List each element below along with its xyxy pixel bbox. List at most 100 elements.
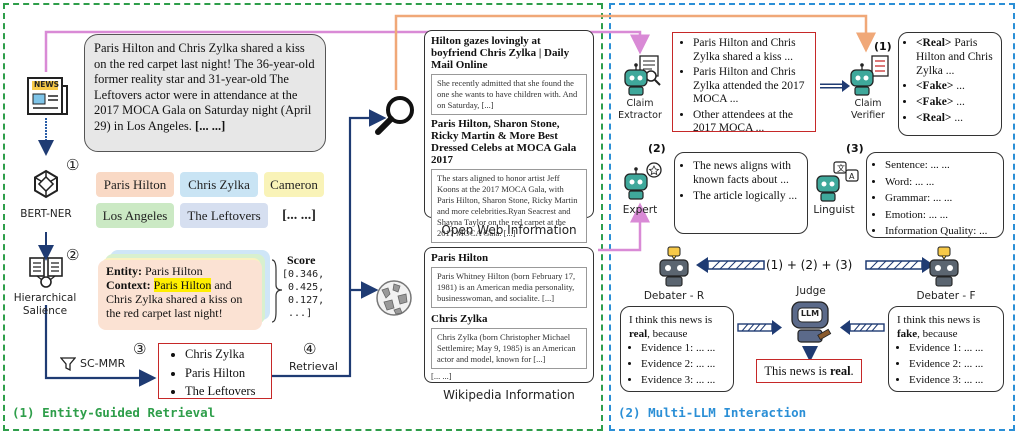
verifier-result: <Real> ... <box>916 112 997 126</box>
debater-f-label: Debater - F <box>916 290 976 302</box>
verifier-results-box: <Real> Paris Hilton and Chris Zylka ... … <box>898 32 1002 136</box>
entity-chip: The Leftovers <box>180 203 268 228</box>
wikipedia-globe-icon <box>374 278 414 318</box>
linguist-point: Word: ... ... <box>885 175 999 190</box>
debater-f-argument-box: I think this news is fake, because Evide… <box>888 306 1004 392</box>
result-tag: <Real> <box>916 111 952 124</box>
news-article-box: Paris Hilton and Chris Zylka shared a ki… <box>84 34 326 152</box>
context-text: and Chris Zylka shared a kiss on the red… <box>106 278 243 320</box>
final-verdict-box: This news is real. <box>756 359 862 383</box>
result-text: ... <box>956 96 965 109</box>
evidence-item: Evidence 3: ... ... <box>641 373 729 387</box>
selected-entity: Chris Zylka <box>185 346 267 363</box>
wiki-more: [... ...] <box>431 371 452 381</box>
step-4-marker: ④ <box>303 340 317 358</box>
evidence-item: Evidence 3: ... ... <box>909 373 999 387</box>
combined-evidence-label: (1) + (2) + (3) <box>766 258 853 272</box>
verifier-result: <Fake> ... <box>916 96 997 110</box>
r-verdict-word: real <box>629 328 648 340</box>
context-key: Context: <box>106 278 151 292</box>
wiki-entry-title: Paris Hilton <box>431 252 489 264</box>
step-2-marker: ② <box>66 246 80 264</box>
score-values: [0.346, 0.425, 0.127, ...] <box>282 269 325 319</box>
step-3-marker: ③ <box>133 340 147 358</box>
document-hierarchy-icon <box>28 256 64 290</box>
result-text: Paris Hilton and Chris Zylka ... <box>916 37 993 77</box>
entity-chip: Cameron <box>264 172 324 197</box>
expert-label: Expert <box>622 204 658 216</box>
entity-retrieval-frame <box>3 3 603 431</box>
open-web-panel: Hilton gazes lovingly at boyfriend Chris… <box>424 30 594 255</box>
news-icon-label: NEWS <box>34 80 60 89</box>
entity-chip-more: [... ...] <box>282 207 316 223</box>
bert-ner-icon <box>30 168 62 200</box>
f-verdict-word: fake <box>897 328 918 340</box>
open-web-caption: Open Web Information <box>441 223 577 237</box>
linguist-point: Information Quality: ... <box>885 224 999 239</box>
judge-robot-icon: LLM <box>788 300 832 344</box>
news-text: Paris Hilton and Chris Zylka shared a ki… <box>94 41 315 133</box>
right-section-title: (2) Multi-LLM Interaction <box>618 405 807 420</box>
step-1-marker: ① <box>66 156 80 174</box>
expert-point: The news aligns with known facts about .… <box>693 159 803 187</box>
web-article-title: Paris Hilton, Sharon Stone, Ricky Martin… <box>431 118 577 166</box>
wiki-entry-title: Chris Zylka <box>431 313 488 325</box>
retrieval-label: Retrieval <box>289 360 338 373</box>
linguist-analysis-box: Sentence: ... ... Word: ... ... Grammar:… <box>866 152 1004 238</box>
r-because: , because <box>647 328 688 340</box>
llm-label: LLM <box>800 309 820 318</box>
result-tag: <Fake> <box>916 96 954 109</box>
selected-entities-box: Chris Zylka Paris Hilton The Leftovers <box>158 343 272 399</box>
web-article-snippet: The stars aligned to honor artist Jeff K… <box>431 169 587 243</box>
claim-extractor-robot-icon <box>620 54 664 98</box>
debater-f-robot-icon <box>924 246 964 288</box>
salience-card: Entity: Paris Hilton Context: Paris Hilt… <box>98 260 262 330</box>
verdict-prefix: This news is <box>764 363 827 378</box>
debater-r-robot-icon <box>654 246 694 288</box>
entity-chip: Los Angeles <box>96 203 174 228</box>
score-title: Score <box>287 253 316 267</box>
step-3-number: (3) <box>846 142 864 155</box>
svg-text:文: 文 <box>837 163 845 173</box>
linguist-robot-icon: 文 A <box>812 160 862 204</box>
verdict-suffix: . <box>850 363 854 378</box>
verdict-word: real <box>829 363 851 378</box>
claim-verifier-label: Claim Verifier <box>851 98 885 121</box>
search-icon <box>372 92 418 138</box>
evidence-item: Evidence 2: ... ... <box>641 357 729 371</box>
step-2-number: (2) <box>648 142 666 155</box>
linguist-label: Linguist <box>813 204 855 216</box>
linguist-point: Grammar: ... ... <box>885 191 999 206</box>
hierarchical-salience-label: Hierarchical Salience <box>13 292 77 317</box>
selected-entity: The Leftovers <box>185 383 267 400</box>
wiki-entry-snippet: Paris Whitney Hilton (born February 17, … <box>431 267 587 308</box>
entity-chip: Paris Hilton <box>96 172 174 197</box>
web-article-title: Hilton gazes lovingly at boyfriend Chris… <box>431 35 570 71</box>
svg-text:A: A <box>849 172 855 181</box>
claim-extractor-label: Claim Extractor <box>618 98 662 121</box>
extracted-claims-box: Paris Hilton and Chris Zylka shared a ki… <box>672 32 816 134</box>
evidence-item: Evidence 2: ... ... <box>909 357 999 371</box>
entity-key: Entity: <box>106 264 142 278</box>
filter-icon <box>59 356 77 372</box>
news-ellipsis: [... ...] <box>195 118 226 133</box>
f-intro: I think this news is <box>897 314 981 326</box>
evidence-item: Evidence 1: ... ... <box>641 341 729 355</box>
verifier-result: <Real> Paris Hilton and Chris Zylka ... <box>916 37 997 78</box>
linguist-point: Sentence: ... ... <box>885 158 999 173</box>
expert-opinion-box: The news aligns with known facts about .… <box>674 152 808 234</box>
claim-verifier-robot-icon <box>846 54 892 98</box>
linguist-point: Emotion: ... ... <box>885 208 999 223</box>
web-article-snippet: She recently admitted that she found the… <box>431 74 587 115</box>
expert-point: The article logically ... <box>693 189 803 203</box>
expert-robot-icon <box>620 158 666 202</box>
wiki-entry-snippet: Chris Zylka (born Christopher Michael Se… <box>431 328 587 369</box>
wikipedia-panel: Paris Hilton Paris Whitney Hilton (born … <box>424 247 594 383</box>
claim-item: Paris Hilton and Chris Zylka attended th… <box>693 66 809 107</box>
entity-chip: Chris Zylka <box>180 172 258 197</box>
step-1-number: (1) <box>874 40 892 53</box>
claim-item: Paris Hilton and Chris Zylka shared a ki… <box>693 37 809 64</box>
multi-llm-frame <box>609 3 1015 431</box>
context-highlight: Paris Hilton <box>153 278 212 292</box>
